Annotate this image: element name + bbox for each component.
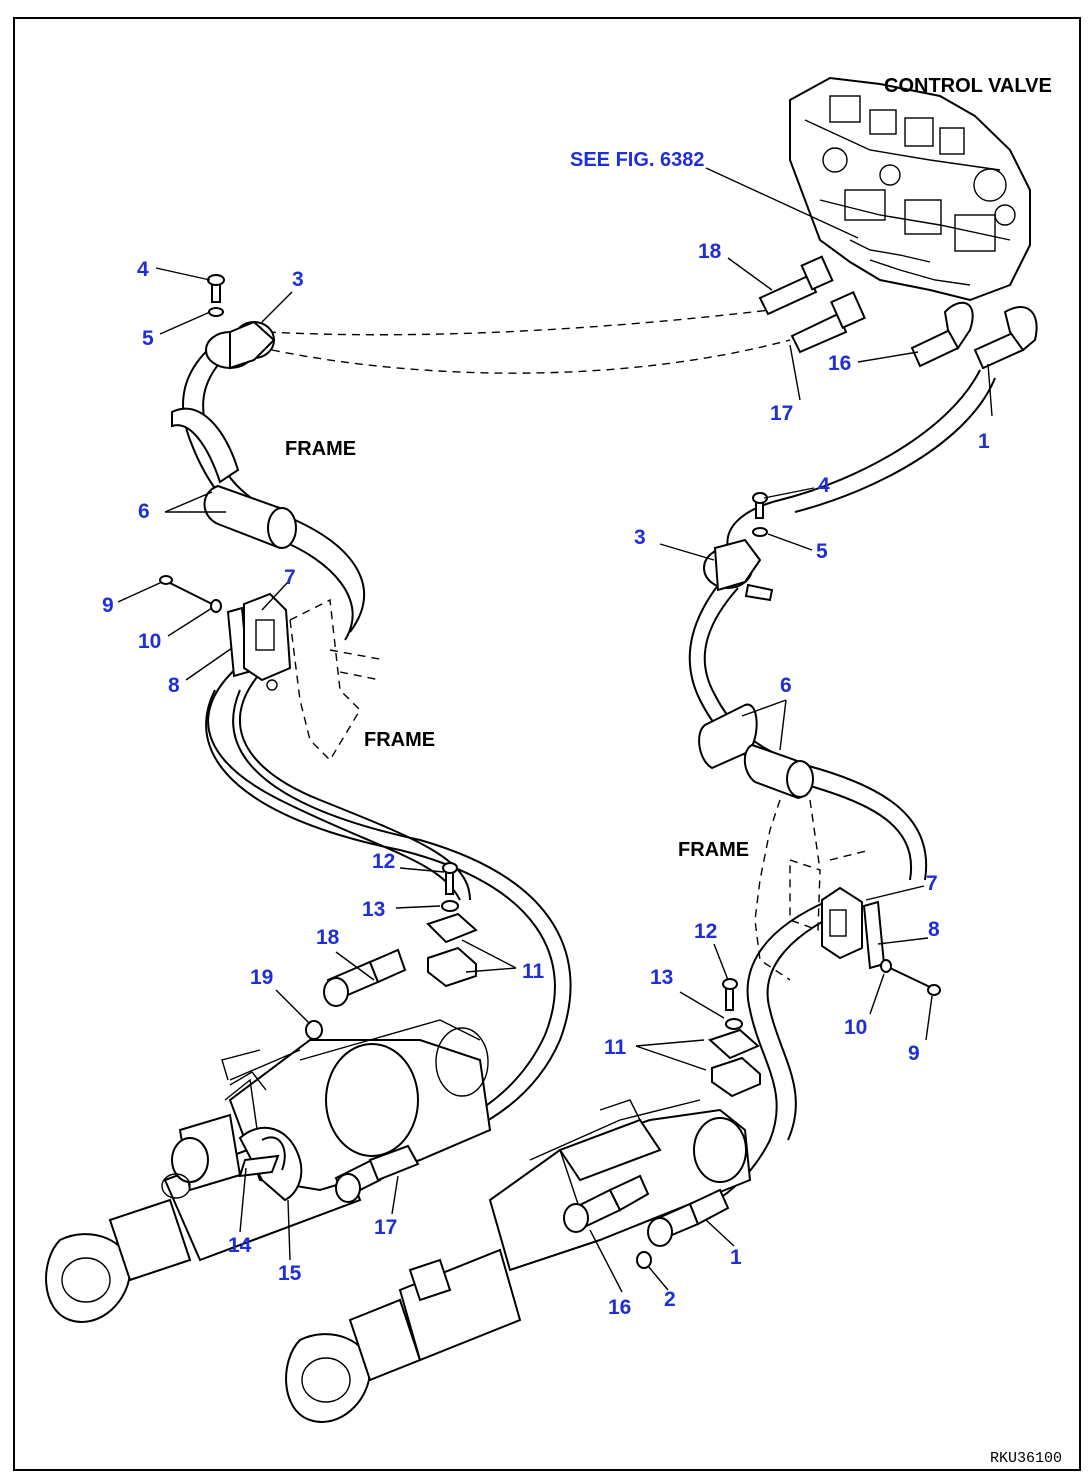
left-clamp-11-assembly <box>426 862 478 988</box>
frame-label-top-left: FRAME <box>285 438 356 460</box>
right-hose-route <box>688 369 996 1211</box>
left-clamp-7-assembly <box>159 575 292 691</box>
frame-label-right: FRAME <box>678 839 749 861</box>
left-clamp-assembly <box>205 274 276 370</box>
callout-6-right: 6 <box>780 674 792 697</box>
callout-17-valve: 17 <box>770 402 793 425</box>
left-cylinder-fittings <box>305 948 420 1203</box>
callout-11-right: 11 <box>604 1036 627 1059</box>
callout-17-cylinder: 17 <box>374 1216 397 1239</box>
callout-3-right: 3 <box>634 526 646 549</box>
right-clamp-11-assembly <box>708 978 761 1098</box>
callout-1-cylinder: 1 <box>730 1246 742 1269</box>
right-clamp-7-assembly <box>821 886 941 996</box>
leader-lines <box>117 167 993 1293</box>
callout-11-left: 11 <box>522 960 545 983</box>
callout-15: 15 <box>278 1262 302 1285</box>
callout-16-cylinder: 16 <box>608 1296 631 1319</box>
callout-9-left: 9 <box>102 594 114 617</box>
callout-5-left: 5 <box>142 327 154 350</box>
callout-5-right: 5 <box>816 540 828 563</box>
callout-8-left: 8 <box>168 674 180 697</box>
callout-4-right: 4 <box>818 474 830 497</box>
callout-13-left: 13 <box>362 898 385 921</box>
page-border <box>13 17 1081 1471</box>
callout-19: 19 <box>250 966 273 989</box>
callout-8-right: 8 <box>928 918 940 941</box>
callout-18-cylinder: 18 <box>316 926 340 949</box>
callout-16-valve: 16 <box>828 352 851 375</box>
callout-6-left: 6 <box>138 500 150 523</box>
right-cylinder-fittings <box>563 1174 730 1269</box>
callout-10-left: 10 <box>138 630 161 653</box>
callout-9-right: 9 <box>908 1042 920 1065</box>
callout-1-valve: 1 <box>978 430 990 453</box>
drawing-code: RKU36100 <box>990 1450 1062 1467</box>
callout-14: 14 <box>228 1234 252 1257</box>
callout-13-right: 13 <box>650 966 673 989</box>
callout-12-right: 12 <box>694 920 717 943</box>
valve-fittings <box>758 255 1038 370</box>
control-valve <box>789 76 1031 302</box>
callout-3-left: 3 <box>292 268 304 291</box>
left-cylinder <box>45 1019 492 1323</box>
frame-outlines <box>289 598 871 981</box>
callout-7-left: 7 <box>284 566 296 589</box>
left-hose-route <box>171 309 791 1151</box>
see-fig-reference: SEE FIG. 6382 <box>570 149 705 171</box>
callout-4-left: 4 <box>137 258 149 281</box>
callout-7-right: 7 <box>926 872 938 895</box>
callout-2: 2 <box>664 1288 676 1311</box>
callout-18-valve: 18 <box>698 240 722 263</box>
callout-12-left: 12 <box>372 850 395 873</box>
callout-10-right: 10 <box>844 1016 867 1039</box>
right-clamp-assembly <box>703 492 774 602</box>
frame-label-mid-left: FRAME <box>364 729 435 751</box>
control-valve-label: CONTROL VALVE <box>884 75 1052 97</box>
